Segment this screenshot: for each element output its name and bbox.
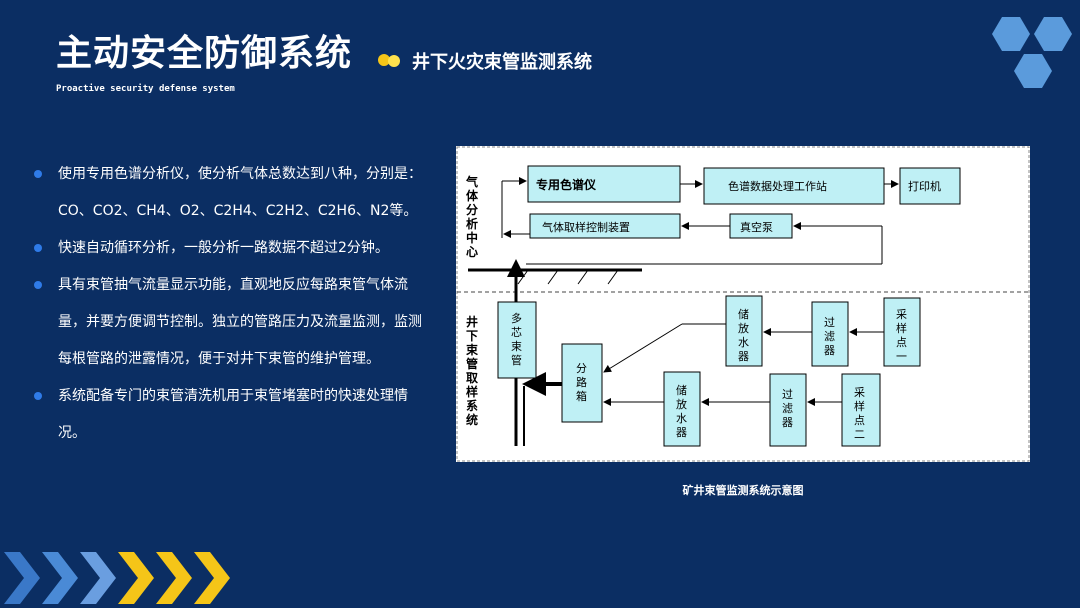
printer-box bbox=[899, 167, 961, 205]
hexagon-decoration bbox=[992, 17, 1072, 88]
hatch bbox=[607, 269, 619, 285]
bullet-item: 使用专用色谱分析仪，使分析气体总数达到八种，分别是：CO、CO2、CH4、O2、… bbox=[34, 156, 434, 230]
sampling-point-2-label: 采样点二 bbox=[854, 386, 865, 441]
storage-tank-1-label: 储放水器 bbox=[738, 307, 749, 363]
vacuum-pump-label: 真空泵 bbox=[740, 220, 773, 234]
bullet-dot bbox=[34, 244, 42, 252]
bullet-dot bbox=[34, 392, 42, 400]
bullet-item: 快速自动循环分析，一般分析一路数据不超过2分钟。 bbox=[34, 230, 434, 267]
bullet-item: 具有束管抽气流量显示功能，直观地反应每路束管气体流量，并要方便调节控制。独立的管… bbox=[34, 267, 434, 378]
workstation-box bbox=[703, 167, 885, 205]
chevron-shape bbox=[194, 552, 230, 604]
chevron-shape bbox=[4, 552, 40, 604]
bullet-text: 系统配备专门的束管清洗机用于束管堵塞时的快速处理情况。 bbox=[58, 388, 408, 441]
workstation-label: 色谱数据处理工作站 bbox=[728, 179, 827, 193]
arrow bbox=[603, 323, 683, 373]
upper-section-label: 气体分析中心 bbox=[465, 174, 479, 259]
system-diagram: 气体分析中心 井下束管取样系统 专用色谱仪 色谱数据处理工作站 打印机 气体取样… bbox=[456, 146, 1030, 462]
chevron-decoration bbox=[4, 552, 230, 604]
chevron-shape bbox=[42, 552, 78, 604]
chromatograph-box bbox=[527, 165, 681, 203]
storage-tank-1-box bbox=[725, 295, 763, 367]
sampling-point-1-box bbox=[883, 297, 921, 367]
sampling-point-2-box bbox=[841, 373, 881, 447]
hexagon-shape bbox=[992, 17, 1030, 51]
lower-section-label: 井下束管取样系统 bbox=[465, 314, 479, 427]
sampling-control-label: 气体取样控制装置 bbox=[542, 220, 630, 234]
page-subtitle: 井下火灾束管监测系统 bbox=[412, 52, 592, 73]
title-accent-dots bbox=[378, 54, 404, 68]
accent-dot bbox=[378, 54, 390, 66]
bullet-dot bbox=[34, 281, 42, 289]
filter-2-box bbox=[769, 373, 807, 447]
filter-1-box bbox=[811, 301, 849, 367]
bullet-text: 快速自动循环分析，一般分析一路数据不超过2分钟。 bbox=[58, 240, 389, 256]
hexagon-shape bbox=[1014, 54, 1052, 88]
chevron-shape bbox=[156, 552, 192, 604]
sampling-control-box bbox=[529, 213, 681, 239]
filter-1-label: 过滤器 bbox=[824, 316, 835, 357]
distribution-box-label: 分路箱 bbox=[576, 362, 587, 403]
printer-label: 打印机 bbox=[908, 179, 941, 193]
vacuum-pump-box bbox=[729, 213, 793, 239]
multi-core-tube-box bbox=[497, 301, 537, 379]
page-title: 主动安全防御系统 bbox=[56, 33, 353, 74]
sampling-point-1-label: 采样点一 bbox=[896, 308, 907, 363]
accent-dot bbox=[388, 55, 400, 67]
bullet-item: 系统配备专门的束管清洗机用于束管堵塞时的快速处理情况。 bbox=[34, 378, 434, 452]
chevron-shape bbox=[80, 552, 116, 604]
chevron-shape bbox=[118, 552, 154, 604]
distribution-box bbox=[561, 343, 603, 423]
bullet-dot bbox=[34, 170, 42, 178]
filter-2-label: 过滤器 bbox=[782, 388, 793, 429]
storage-tank-2-box bbox=[663, 371, 701, 447]
bullet-text: 具有束管抽气流量显示功能，直观地反应每路束管气体流量，并要方便调节控制。独立的管… bbox=[58, 277, 422, 367]
diagram-svg: 气体分析中心 井下束管取样系统 专用色谱仪 色谱数据处理工作站 打印机 气体取样… bbox=[456, 146, 1030, 462]
storage-tank-2-label: 储放水器 bbox=[676, 383, 687, 439]
bullet-list: 使用专用色谱分析仪，使分析气体总数达到八种，分别是：CO、CO2、CH4、O2、… bbox=[34, 156, 434, 452]
bullet-text: 使用专用色谱分析仪，使分析气体总数达到八种，分别是：CO、CO2、CH4、O2、… bbox=[58, 166, 422, 219]
multi-core-tube-label: 多芯束管 bbox=[511, 311, 522, 367]
chromatograph-label: 专用色谱仪 bbox=[536, 177, 597, 192]
hexagon-shape bbox=[1034, 17, 1072, 51]
english-subtitle: Proactive security defense system bbox=[56, 84, 235, 94]
hatch bbox=[547, 269, 559, 285]
hatch bbox=[517, 269, 529, 285]
diagram-caption: 矿井束管监测系统示意图 bbox=[682, 484, 804, 497]
hatch bbox=[577, 269, 589, 285]
diagram-frame bbox=[456, 146, 1030, 462]
